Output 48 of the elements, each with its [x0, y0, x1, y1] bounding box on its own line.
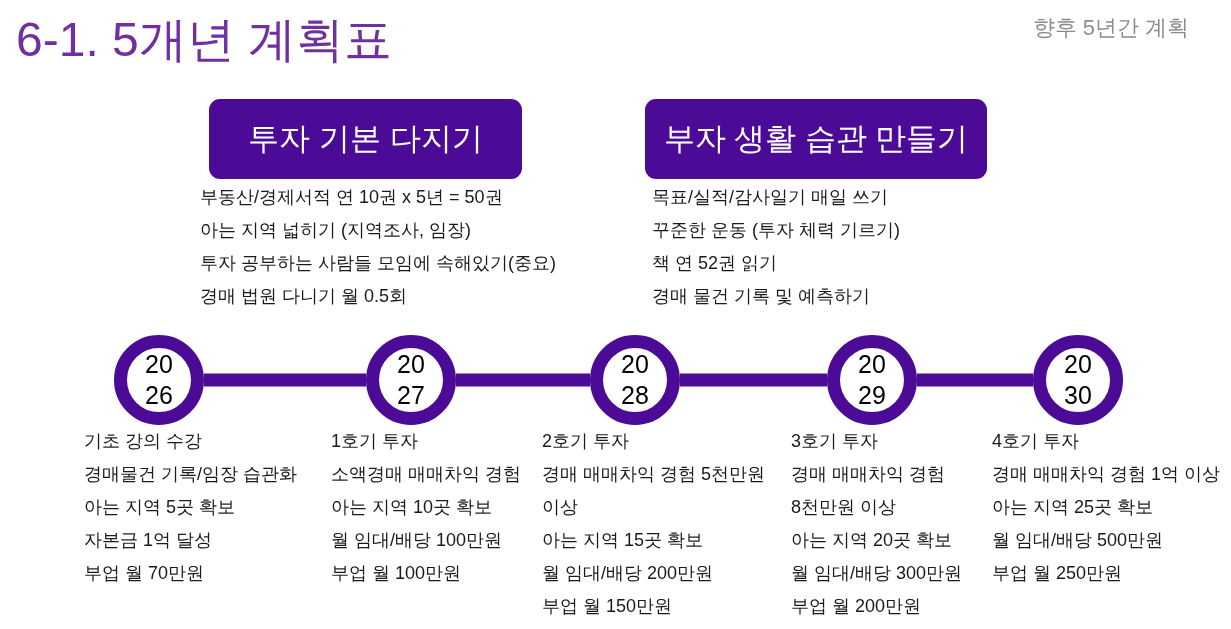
plan-item: 월 임대/배당 300만원 [791, 562, 964, 585]
plan-item: 기초 강의 수강 [84, 430, 203, 453]
banner-label: 투자 기본 다지기 [248, 120, 483, 158]
plan-item: 아는 지역 20곳 확보 [791, 529, 954, 552]
plan-item: 부동산/경제서적 연 10권 x 5년 = 50권 [200, 186, 504, 209]
plan-item: 소액경매 매매차익 경험 [331, 463, 522, 486]
year-label: 2027 [396, 349, 426, 411]
plan-item: 부업 월 250만원 [992, 562, 1124, 585]
plan-item: 2호기 투자 [542, 430, 630, 453]
timeline-connector [680, 373, 827, 387]
plan-item: 경매물건 기록/임장 습관화 [84, 463, 298, 486]
plan-item: 경매 매매차익 경험 5천만원 이상 [542, 463, 766, 519]
year-label: 2029 [857, 349, 887, 411]
heading-banner [645, 99, 987, 179]
plan-item: 꾸준한 운동 (투자 체력 기르기) [652, 219, 901, 242]
subtitle: 향후 5년간 계획 [1032, 14, 1189, 42]
plan-item: 부업 월 100만원 [331, 562, 463, 585]
plan-item: 월 임대/배당 500만원 [992, 529, 1165, 552]
plan-item: 경매 물건 기록 및 예측하기 [652, 285, 871, 308]
plan-item: 경매 매매차익 경험 1억 이상 [992, 463, 1221, 486]
timeline-connector [204, 373, 366, 387]
banner-label: 부자 생활 습관 만들기 [663, 120, 969, 158]
plan-item: 월 임대/배당 200만원 [542, 562, 715, 585]
plan-item: 아는 지역 5곳 확보 [84, 496, 236, 519]
plan-item: 부업 월 70만원 [84, 562, 206, 585]
plan-item: 아는 지역 10곳 확보 [331, 496, 494, 519]
plan-item: 3호기 투자 [791, 430, 879, 453]
plan-item: 책 연 52권 읽기 [652, 252, 779, 275]
plan-item: 1호기 투자 [331, 430, 419, 453]
heading-banner [209, 99, 522, 179]
plan-item: 자본금 1억 달성 [84, 529, 213, 552]
plan-item: 4호기 투자 [992, 430, 1080, 453]
year-label: 2028 [620, 349, 650, 411]
plan-item: 월 임대/배당 100만원 [331, 529, 504, 552]
plan-item: 부업 월 200만원 [791, 595, 923, 618]
plan-item: 아는 지역 15곳 확보 [542, 529, 705, 552]
plan-item: 투자 공부하는 사람들 모임에 속해있기(중요) [200, 252, 557, 275]
year-label: 2026 [144, 349, 174, 411]
plan-item: 경매 매매차익 경험 8천만원 이상 [791, 463, 946, 519]
timeline-connector [456, 373, 590, 387]
timeline-connector [917, 373, 1033, 387]
year-label: 2030 [1063, 349, 1093, 411]
plan-item: 경매 법원 다니기 월 0.5회 [200, 285, 409, 308]
plan-item: 부업 월 150만원 [542, 595, 674, 618]
plan-item: 아는 지역 25곳 확보 [992, 496, 1155, 519]
diagram-title: 6-1. 5개년 계획표 [16, 12, 393, 68]
plan-item: 목표/실적/감사일기 매일 쓰기 [652, 186, 889, 209]
plan-item: 아는 지역 넓히기 (지역조사, 임장) [200, 219, 472, 242]
